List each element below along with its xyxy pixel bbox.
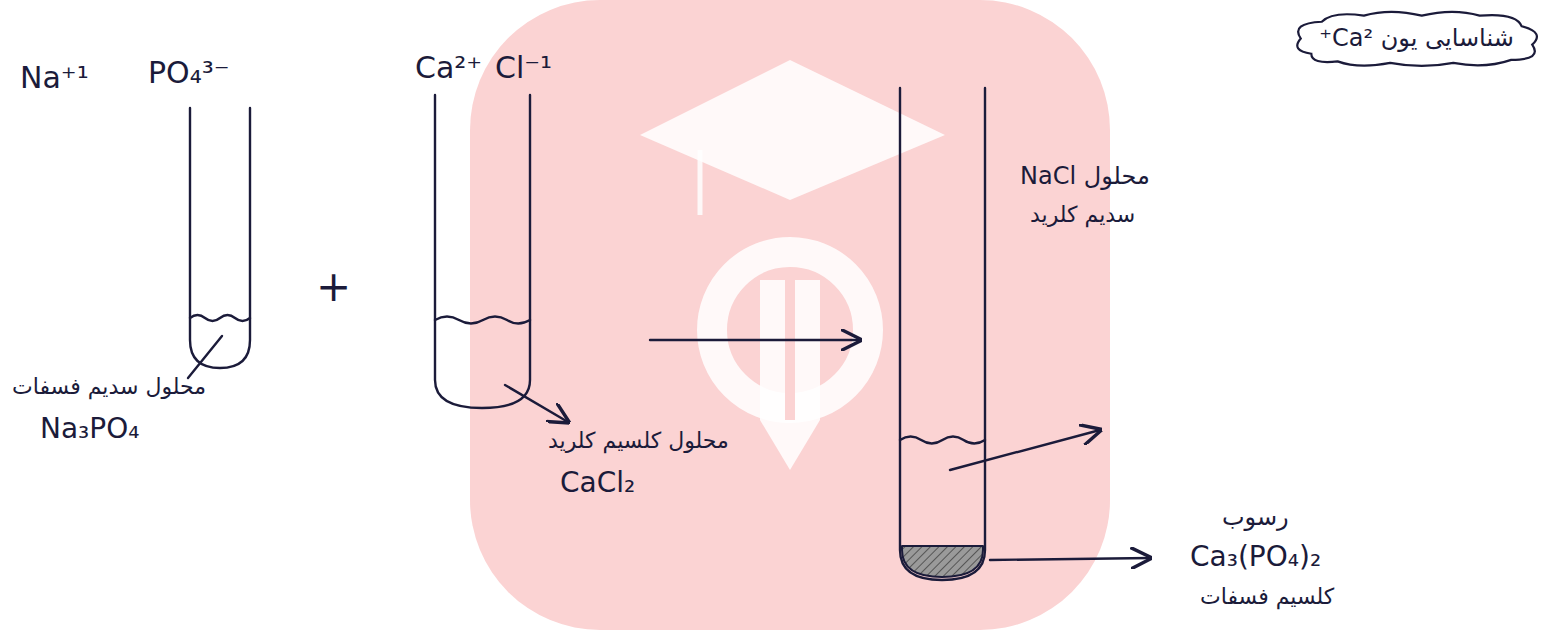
precipitate (902, 546, 983, 577)
solution-name: سدیم کلرید (1030, 202, 1135, 228)
liquid-surface (900, 437, 985, 444)
title-text: شناسایی یون Ca²⁺ (1285, 24, 1548, 53)
watermark-pencil-slit (785, 280, 795, 420)
test-tube (900, 88, 985, 580)
watermark-pencil (760, 280, 820, 470)
ion-symbol: Cl⁻¹ (495, 50, 552, 86)
chemical-formula: Ca₃(PO₄)₂ (1190, 540, 1321, 574)
reaction-arrow (650, 339, 860, 341)
liquid-surface (435, 317, 530, 324)
chemical-formula: CaCl₂ (560, 466, 635, 500)
leader-arrow (990, 558, 1150, 560)
watermark-ground (470, 0, 1110, 630)
ion-symbol: Na⁺¹ (20, 60, 89, 96)
solution-name: محلول سدیم فسفات (12, 374, 206, 400)
watermark-tassel (698, 150, 703, 215)
ion-symbol: Ca²⁺ (415, 50, 482, 86)
ion-symbol: PO₄³⁻ (148, 55, 230, 91)
solution-name: محلول NaCl (1020, 162, 1150, 191)
test-tube (190, 108, 250, 368)
leader-line (188, 336, 222, 378)
test-tube (435, 95, 530, 408)
leader-arrow (950, 430, 1100, 470)
chemical-formula: Na₃PO₄ (40, 412, 139, 446)
leader-arrow (505, 385, 568, 422)
plus-sign: + (316, 262, 351, 312)
title-cloud: شناسایی یون Ca²⁺ (1285, 8, 1548, 69)
solution-name: محلول کلسیم کلرید (548, 428, 729, 454)
precipitate-label: رسوب (1222, 503, 1289, 532)
watermark (470, 0, 1110, 630)
precipitate-name: کلسیم فسفات (1200, 584, 1334, 610)
liquid-surface (190, 315, 250, 321)
